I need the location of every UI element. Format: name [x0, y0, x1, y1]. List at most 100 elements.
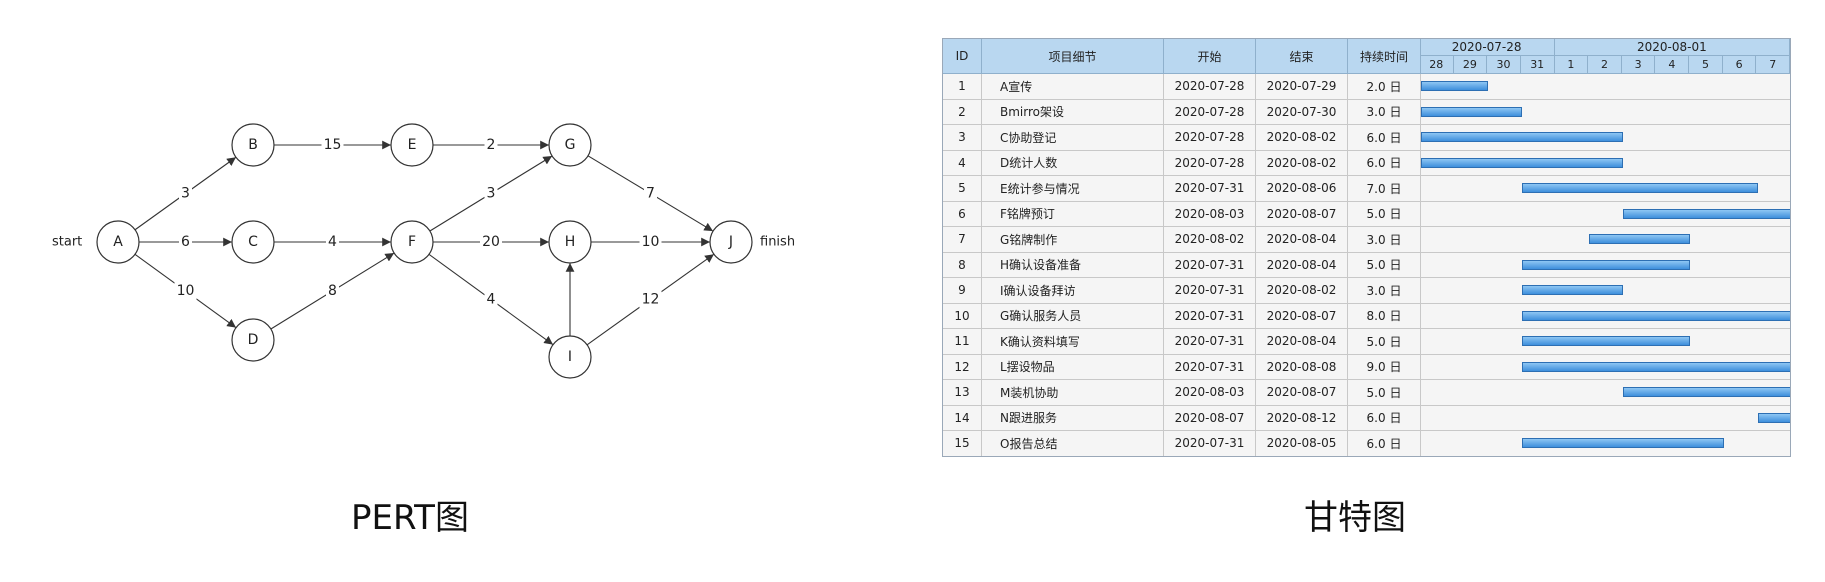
gantt-cell-id: 2 — [943, 99, 982, 124]
pert-node-c — [231, 220, 275, 264]
timeline-day-label: 29 — [1454, 56, 1488, 73]
gantt-task-bar[interactable] — [1623, 208, 1790, 219]
pert-node-label: B — [248, 137, 258, 153]
gantt-cell-start: 2020-08-03 — [1164, 380, 1256, 405]
gantt-task-bar[interactable] — [1421, 132, 1624, 142]
gantt-cell-end: 2020-08-04 — [1256, 227, 1348, 252]
timeline-day-label: 30 — [1487, 56, 1521, 73]
gantt-cell-end: 2020-08-07 — [1256, 201, 1348, 226]
gantt-cell-id: 14 — [943, 405, 982, 430]
gantt-cell-end: 2020-08-06 — [1256, 176, 1348, 201]
pert-start-label: start — [52, 235, 82, 250]
gantt-cell-name: H确认设备准备 — [982, 252, 1164, 277]
gantt-cell-duration: 9.0 日 — [1348, 354, 1421, 379]
timeline-day-label: 2 — [1588, 56, 1622, 73]
gantt-cell-end: 2020-08-08 — [1256, 354, 1348, 379]
gantt-task-bar[interactable] — [1421, 106, 1522, 117]
gantt-timeline-cell — [1421, 176, 1790, 201]
pert-caption: PERT图 — [351, 498, 469, 538]
pert-weight-bg — [639, 233, 662, 251]
gantt-task-bar[interactable] — [1421, 157, 1624, 168]
gantt-task-bar[interactable] — [1589, 234, 1691, 244]
gantt-cell-duration: 6.0 日 — [1348, 125, 1421, 150]
gantt-task-bar[interactable] — [1623, 387, 1790, 397]
gantt-task-bar[interactable] — [1522, 285, 1623, 295]
gantt-cell-duration: 6.0 日 — [1348, 405, 1421, 430]
gantt-cell-name: O报告总结 — [982, 431, 1164, 456]
pert-weight-bg — [644, 184, 657, 203]
gantt-cell-end: 2020-08-07 — [1256, 380, 1348, 405]
pert-weight-label: 3 — [181, 186, 190, 202]
gantt-cell-name: A宣传 — [982, 74, 1164, 99]
pert-weight-label: 6 — [181, 234, 190, 250]
timeline-week-label: 2020-07-28 — [1421, 39, 1555, 55]
pert-weight-bg — [480, 233, 502, 251]
gantt-task-bar[interactable] — [1421, 81, 1489, 91]
timeline-day-label: 28 — [1421, 56, 1454, 73]
pert-node-e — [390, 123, 434, 167]
gantt-task-bar[interactable] — [1522, 361, 1790, 372]
gantt-cell-end: 2020-08-05 — [1256, 431, 1348, 456]
gantt-task-bar[interactable] — [1522, 336, 1691, 346]
pert-weight-label: 20 — [482, 234, 500, 250]
pert-weight-bg — [326, 233, 339, 251]
header-end: 结束 — [1256, 39, 1348, 73]
gantt-cell-id: 4 — [943, 150, 982, 175]
gantt-timeline-cell — [1421, 253, 1790, 278]
gantt-cell-start: 2020-07-31 — [1164, 329, 1256, 354]
pert-node-label: A — [113, 234, 123, 250]
gantt-task-bar[interactable] — [1522, 310, 1790, 321]
pert-node-h — [548, 220, 592, 264]
pert-weight-bg — [321, 136, 344, 154]
gantt-cell-end: 2020-07-30 — [1256, 99, 1348, 124]
gantt-cell-name: G铭牌制作 — [982, 227, 1164, 252]
gantt-task-bar[interactable] — [1522, 183, 1758, 193]
gantt-timeline-cell — [1421, 431, 1790, 456]
gantt-cell-start: 2020-08-07 — [1164, 405, 1256, 430]
gantt-cell-id: 10 — [943, 303, 982, 328]
gantt-cell-start: 2020-07-31 — [1164, 354, 1256, 379]
header-start: 开始 — [1164, 39, 1256, 73]
pert-node-label: C — [248, 234, 258, 250]
timeline-day-label: 5 — [1689, 56, 1723, 73]
gantt-cell-start: 2020-07-31 — [1164, 278, 1256, 303]
gantt-cell-end: 2020-08-04 — [1256, 329, 1348, 354]
gantt-task-bar[interactable] — [1757, 412, 1790, 423]
pert-weight-label: 10 — [177, 283, 195, 299]
gantt-cell-id: 6 — [943, 201, 982, 226]
gantt-timeline-cell — [1421, 202, 1790, 227]
pert-node-i — [548, 335, 592, 379]
gantt-cell-id: 8 — [943, 252, 982, 277]
gantt-cell-end: 2020-08-04 — [1256, 252, 1348, 277]
gantt-cell-end: 2020-08-12 — [1256, 405, 1348, 430]
gantt-cell-start: 2020-07-28 — [1164, 99, 1256, 124]
gantt-task-bar[interactable] — [1522, 259, 1691, 270]
gantt-task-bar[interactable] — [1522, 438, 1725, 448]
pert-finish-label: finish — [760, 235, 795, 250]
gantt-cell-id: 13 — [943, 380, 982, 405]
pert-node-b — [231, 123, 275, 167]
gantt-cell-id: 3 — [943, 125, 982, 150]
gantt-cell-end: 2020-08-02 — [1256, 150, 1348, 175]
gantt-cell-duration: 5.0 日 — [1348, 329, 1421, 354]
